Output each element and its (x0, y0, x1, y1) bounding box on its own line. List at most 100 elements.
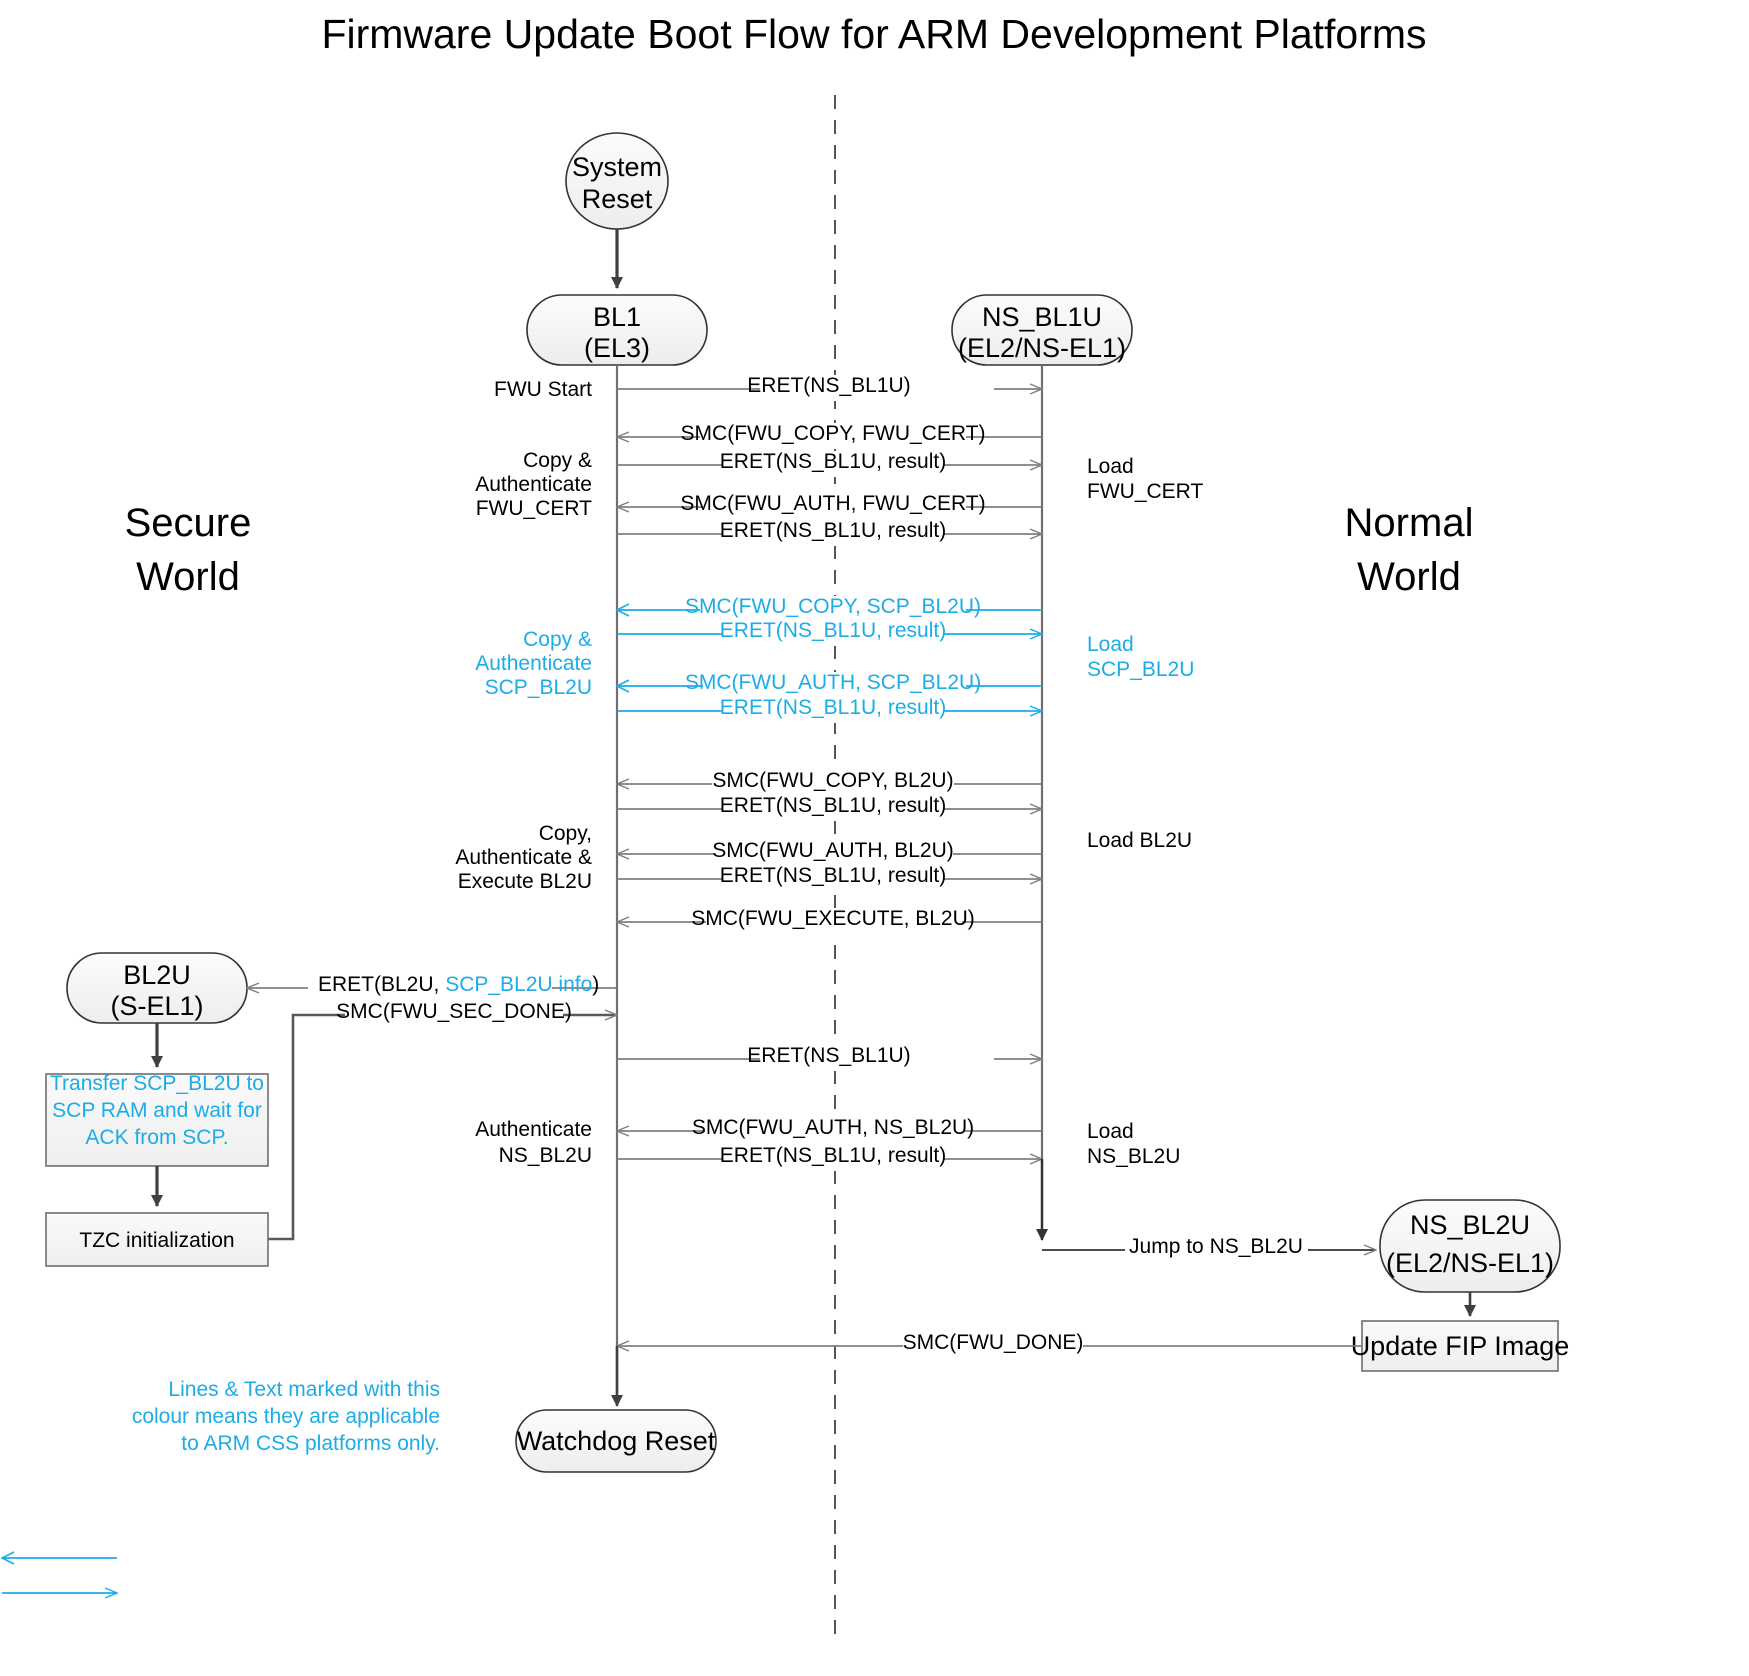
message-m10-label: SMC(FWU_COPY, BL2U) (712, 769, 953, 792)
svg-text:FWU_CERT: FWU_CERT (476, 497, 592, 520)
svg-text:World: World (1357, 555, 1461, 599)
svg-text:Load: Load (1087, 1120, 1134, 1143)
svg-text:Load BL2U: Load BL2U (1087, 829, 1192, 852)
secure-world-label: Secure World (125, 501, 252, 599)
message-m13: ERET(NS_BL1U, result) (617, 864, 1042, 891)
message-m12-label: SMC(FWU_AUTH, BL2U) (712, 839, 954, 862)
left-label-copy-auth-exec-bl2u: Copy, Authenticate & Execute BL2U (455, 822, 592, 893)
right-label-load-fwu-cert: Load FWU_CERT (1087, 455, 1203, 503)
message-eret-bl2u-label: ERET(BL2U, SCP_BL2U info) (318, 973, 599, 996)
node-ns-bl2u-line1: NS_BL2U (1410, 1210, 1530, 1240)
svg-text:Copy &: Copy & (523, 449, 592, 472)
node-system-reset-line1: System (572, 152, 662, 182)
svg-text:Load: Load (1087, 633, 1134, 656)
svg-text:Load: Load (1087, 455, 1134, 478)
message-m2-label: SMC(FWU_COPY, FWU_CERT) (681, 422, 986, 445)
message-m17: ERET(NS_BL1U) (617, 1044, 1042, 1071)
box-transfer-scp-bl2u[interactable] (45, 1073, 269, 1167)
box-transfer-scp-bl2u-line2: SCP RAM and wait for (52, 1099, 262, 1122)
svg-text:NS_BL2U: NS_BL2U (1087, 1145, 1180, 1168)
right-label-load-bl2u: Load BL2U (1087, 829, 1192, 852)
message-m5-label: ERET(NS_BL1U, result) (720, 519, 946, 542)
message-m12: SMC(FWU_AUTH, BL2U) (617, 839, 1042, 866)
node-watchdog-reset[interactable] (515, 1409, 717, 1473)
message-m6: SMC(FWU_COPY, SCP_BL2U) (615, 595, 1042, 622)
message-m4-label: SMC(FWU_AUTH, FWU_CERT) (680, 492, 985, 515)
svg-text:Authenticate: Authenticate (475, 1118, 592, 1141)
normal-world-label: Normal World (1345, 501, 1474, 599)
eret-bl2u-suffix: ) (592, 973, 599, 996)
box-tzc-initialization[interactable] (45, 1212, 269, 1267)
legend: Lines & Text marked with this colour mea… (0, 1378, 440, 1593)
svg-text:World: World (136, 555, 240, 599)
left-label-copy-auth-fwu-cert: Copy & Authenticate FWU_CERT (475, 449, 592, 520)
box-transfer-scp-bl2u-line1: Transfer SCP_BL2U to (50, 1072, 264, 1095)
box-update-fip-image[interactable] (1361, 1320, 1559, 1372)
page-title: Firmware Update Boot Flow for ARM Develo… (321, 11, 1426, 57)
box-tzc-initialization-label: TZC initialization (79, 1229, 234, 1252)
node-system-reset-line2: Reset (582, 184, 653, 214)
node-ns-bl2u-line2: (EL2/NS-EL1) (1386, 1248, 1554, 1278)
message-m9-label: ERET(NS_BL1U, result) (720, 696, 946, 719)
svg-text:FWU Start: FWU Start (494, 378, 592, 401)
message-jump-to-ns-bl2u: Jump to NS_BL2U (1042, 1235, 1376, 1262)
legend-line1: Lines & Text marked with this (168, 1378, 440, 1401)
svg-text:Authenticate &: Authenticate & (455, 846, 592, 869)
svg-text:NS_BL2U: NS_BL2U (499, 1144, 592, 1167)
svg-text:SCP_BL2U: SCP_BL2U (1087, 658, 1194, 681)
svg-text:Authenticate: Authenticate (475, 473, 592, 496)
box-update-fip-image-label: Update FIP Image (1351, 1331, 1570, 1361)
svg-text:Copy &: Copy & (523, 628, 592, 651)
message-m5: ERET(NS_BL1U, result) (617, 519, 1042, 546)
message-m3-label: ERET(NS_BL1U, result) (720, 450, 946, 473)
message-m19-label: ERET(NS_BL1U, result) (720, 1144, 946, 1167)
svg-text:Copy,: Copy, (539, 822, 592, 845)
svg-text:Authenticate: Authenticate (475, 652, 592, 675)
message-m18-label: SMC(FWU_AUTH, NS_BL2U) (692, 1116, 974, 1139)
box-transfer-scp-bl2u-line3: ACK from SCP. (85, 1126, 228, 1149)
message-m14-label: SMC(FWU_EXECUTE, BL2U) (691, 907, 975, 930)
node-ns-bl1u-line1: NS_BL1U (982, 302, 1102, 332)
message-m18: SMC(FWU_AUTH, NS_BL2U) (617, 1116, 1042, 1143)
message-m1: ERET(NS_BL1U) (617, 374, 1042, 401)
message-m7-label: ERET(NS_BL1U, result) (720, 619, 946, 642)
right-label-load-ns-bl2u: Load NS_BL2U (1087, 1120, 1180, 1168)
message-smc-fwu-done-label: SMC(FWU_DONE) (903, 1331, 1084, 1354)
message-m11-label: ERET(NS_BL1U, result) (720, 794, 946, 817)
message-m11: ERET(NS_BL1U, result) (617, 794, 1042, 821)
eret-bl2u-cyan: SCP_BL2U info (445, 973, 592, 996)
message-m8: SMC(FWU_AUTH, SCP_BL2U) (615, 671, 1042, 698)
legend-line2: colour means they are applicable (132, 1405, 440, 1428)
message-m14: SMC(FWU_EXECUTE, BL2U) (617, 907, 1042, 934)
message-m6-label: SMC(FWU_COPY, SCP_BL2U) (685, 595, 981, 618)
message-jump-to-ns-bl2u-label: Jump to NS_BL2U (1129, 1235, 1303, 1258)
svg-text:Secure: Secure (125, 501, 252, 545)
message-m1-label: ERET(NS_BL1U) (747, 374, 910, 397)
node-bl2u-line1: BL2U (123, 960, 191, 990)
message-m10: SMC(FWU_COPY, BL2U) (617, 769, 1042, 796)
left-label-authenticate-ns-bl2u: Authenticate NS_BL2U (475, 1118, 592, 1167)
svg-text:Normal: Normal (1345, 501, 1474, 545)
message-m4: SMC(FWU_AUTH, FWU_CERT) (617, 492, 1042, 519)
node-ns-bl1u-line2: (EL2/NS-EL1) (958, 333, 1126, 363)
message-smc-fwu-done: SMC(FWU_DONE) (617, 1331, 1362, 1358)
legend-line3: to ARM CSS platforms only. (181, 1432, 440, 1455)
node-bl1-line1: BL1 (593, 302, 641, 332)
node-bl2u-line2: (S-EL1) (110, 991, 203, 1021)
message-smc-fwu-sec-done-label: SMC(FWU_SEC_DONE) (336, 1000, 572, 1023)
message-m8-label: SMC(FWU_AUTH, SCP_BL2U) (685, 671, 981, 694)
eret-bl2u-prefix: ERET(BL2U, (318, 973, 445, 996)
message-m3: ERET(NS_BL1U, result) (617, 450, 1042, 477)
message-smc-fwu-sec-done: SMC(FWU_SEC_DONE) (267, 1000, 617, 1241)
message-m19: ERET(NS_BL1U, result) (617, 1144, 1042, 1171)
svg-text:Execute BL2U: Execute BL2U (458, 870, 592, 893)
message-m9: ERET(NS_BL1U, result) (617, 696, 1042, 723)
left-label-fwu-start: FWU Start (494, 378, 592, 401)
message-m17-label: ERET(NS_BL1U) (747, 1044, 910, 1067)
right-label-load-scp-bl2u: Load SCP_BL2U (1087, 633, 1194, 681)
message-m2: SMC(FWU_COPY, FWU_CERT) (617, 422, 1042, 449)
node-watchdog-reset-label: Watchdog Reset (517, 1426, 716, 1456)
svg-text:SCP_BL2U: SCP_BL2U (485, 676, 592, 699)
